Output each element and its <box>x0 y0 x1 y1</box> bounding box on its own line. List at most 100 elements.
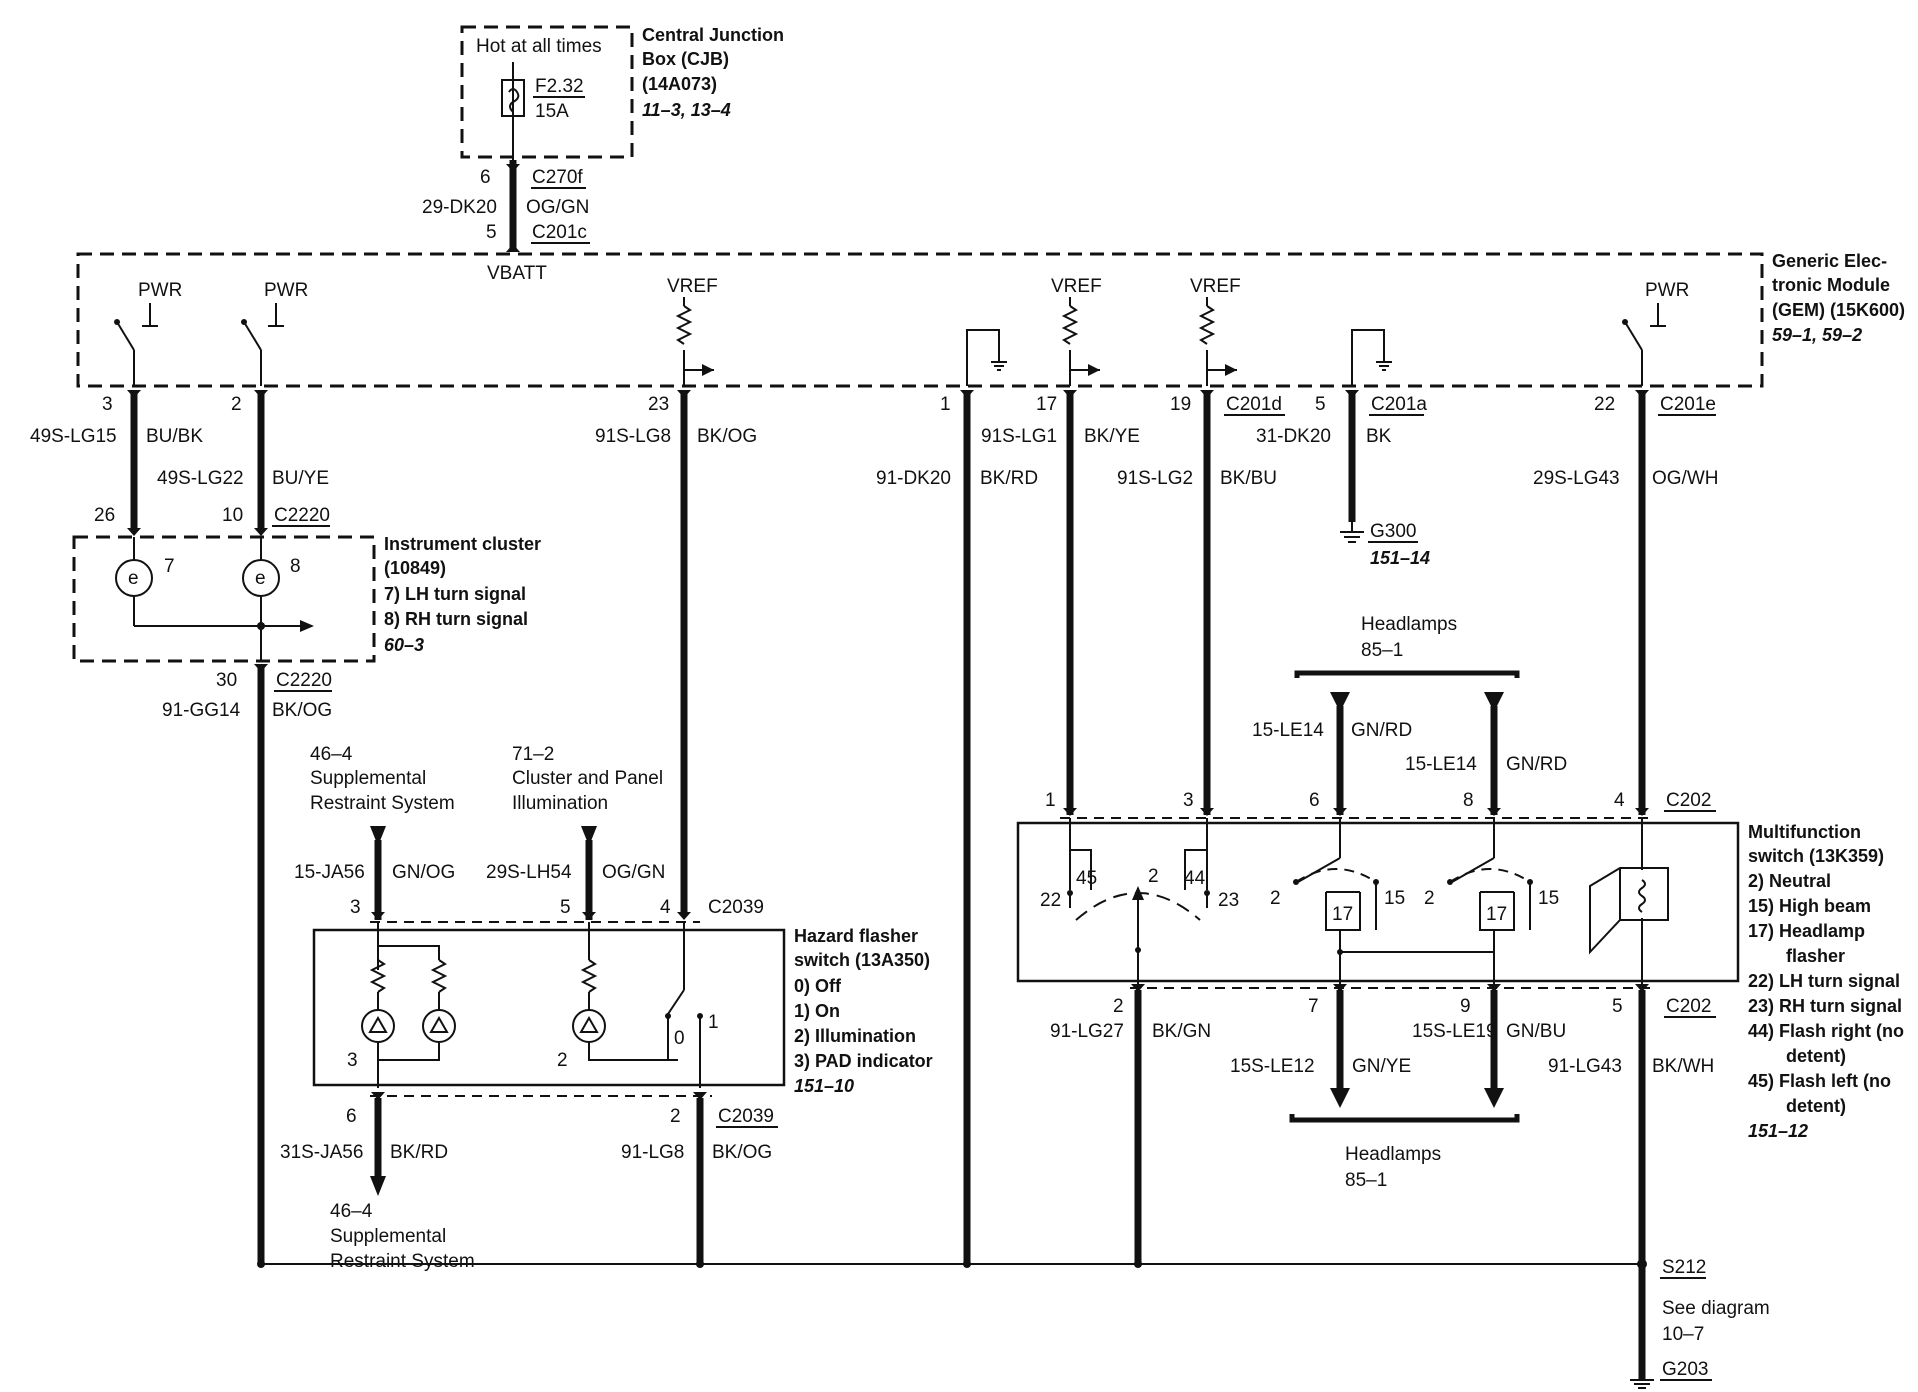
svg-text:2: 2 <box>670 1106 681 1127</box>
svg-text:91-GG14: 91-GG14 <box>162 700 241 721</box>
cjb-title-2: Box (CJB) <box>642 49 729 69</box>
svg-text:C2039: C2039 <box>708 897 764 918</box>
srs-out-name-2: Restraint System <box>330 1251 475 1272</box>
svg-text:5: 5 <box>560 897 571 918</box>
svg-text:GN/YE: GN/YE <box>1352 1056 1411 1077</box>
svg-text:2: 2 <box>231 394 242 415</box>
svg-text:2: 2 <box>1424 888 1435 909</box>
svg-text:91-LG8: 91-LG8 <box>621 1142 684 1163</box>
wire-pin5-ground: 5 31-DK20 BK C201a G300 151–14 <box>1256 390 1430 568</box>
svg-text:10: 10 <box>222 505 243 526</box>
hazard-item-1: 1) On <box>794 1001 840 1021</box>
svg-text:22: 22 <box>1040 890 1061 911</box>
wire-mfs-out5: 5 C202 91-LG43 BK/WH <box>1548 984 1716 1264</box>
svg-text:PWR: PWR <box>1645 280 1689 301</box>
svg-text:23: 23 <box>1218 890 1239 911</box>
mfs-item-3: flasher <box>1786 946 1845 966</box>
svg-text:2: 2 <box>1270 888 1281 909</box>
svg-text:Cluster and Panel: Cluster and Panel <box>512 768 663 789</box>
svg-text:4: 4 <box>1614 790 1625 811</box>
instrument-cluster-box: 26 10 C2220 e 7 e 8 <box>72 505 376 663</box>
svg-text:e: e <box>128 568 139 589</box>
gem-title-3: (GEM) (15K600) <box>1772 300 1905 320</box>
srs-out-name-1: Supplemental <box>330 1226 446 1247</box>
svg-text:GN/RD: GN/RD <box>1506 754 1567 775</box>
svg-text:C2039: C2039 <box>718 1106 774 1127</box>
svg-text:17: 17 <box>1036 394 1057 415</box>
svg-text:15: 15 <box>1538 888 1559 909</box>
svg-text:Illumination: Illumination <box>512 793 608 814</box>
svg-text:Supplemental: Supplemental <box>310 768 426 789</box>
wire-mfs-out2: 2 91-LG27 BK/GN <box>1050 984 1211 1264</box>
svg-text:4: 4 <box>660 897 671 918</box>
hazard-item-3: 3) PAD indicator <box>794 1051 933 1071</box>
svg-text:85–1: 85–1 <box>1345 1170 1387 1191</box>
svg-text:8: 8 <box>1463 790 1474 811</box>
svg-text:BK/OG: BK/OG <box>697 426 757 447</box>
headlamps-bottom: Headlamps 85–1 <box>1289 1114 1520 1191</box>
hazard-ref: 151–10 <box>794 1076 854 1096</box>
feed-circuit: 29-DK20 <box>422 197 497 218</box>
svg-text:91S-LG2: 91S-LG2 <box>1117 468 1193 489</box>
pwr-switch-2: PWR <box>241 280 308 386</box>
wire-mfs-out7: 7 15S-LE12 GN/YE <box>1230 984 1411 1108</box>
svg-text:91-LG27: 91-LG27 <box>1050 1021 1124 1042</box>
cluster-title-1: Instrument cluster <box>384 534 541 554</box>
cluster-item-2: 8) RH turn signal <box>384 609 528 629</box>
svg-text:VREF: VREF <box>1190 276 1241 297</box>
svg-text:BK/WH: BK/WH <box>1652 1056 1714 1077</box>
svg-text:3: 3 <box>1183 790 1194 811</box>
svg-text:3: 3 <box>350 897 361 918</box>
wire-hazard-out2: 2 C2039 91-LG8 BK/OG <box>621 1092 778 1264</box>
mfs-title-1: Multifunction <box>1748 822 1861 842</box>
svg-text:6: 6 <box>346 1106 357 1127</box>
svg-text:91-DK20: 91-DK20 <box>876 468 951 489</box>
cjb-fuse-amps: 15A <box>535 101 569 122</box>
svg-text:BK/OG: BK/OG <box>712 1142 772 1163</box>
srs-input: 46–4 Supplemental Restraint System 15-JA… <box>294 744 455 920</box>
svg-text:BK/OG: BK/OG <box>272 700 332 721</box>
wire-cluster-out: 30 C2220 91-GG14 BK/OG <box>162 664 332 1264</box>
svg-text:1: 1 <box>940 394 951 415</box>
svg-text:15S-LE19: 15S-LE19 <box>1412 1021 1497 1042</box>
svg-text:31-DK20: 31-DK20 <box>1256 426 1331 447</box>
cjb-title-3: (14A073) <box>642 74 717 94</box>
svg-text:7: 7 <box>1308 996 1319 1017</box>
gem-ref: 59–1, 59–2 <box>1772 325 1862 345</box>
svg-text:5: 5 <box>1612 996 1623 1017</box>
svg-text:1: 1 <box>708 1012 719 1033</box>
svg-text:1: 1 <box>1045 790 1056 811</box>
feed-pin-bottom: 5 <box>486 222 497 243</box>
gem-ground-2 <box>1351 329 1392 386</box>
svg-text:17: 17 <box>1486 904 1507 925</box>
vref-resistor-1: VREF <box>667 276 718 386</box>
mfs-item-0: 2) Neutral <box>1748 871 1831 891</box>
pwr-switch-1: PWR <box>114 280 182 386</box>
svg-text:7: 7 <box>164 556 175 577</box>
mfs-item-8: 45) Flash left (no <box>1748 1071 1891 1091</box>
wire-pin23: 23 91S-LG8 BK/OG <box>595 390 757 912</box>
gem-ground-1 <box>966 329 1007 386</box>
svg-text:OG/GN: OG/GN <box>602 862 665 883</box>
svg-text:Restraint System: Restraint System <box>310 793 455 814</box>
feed-color: OG/GN <box>526 197 589 218</box>
feed-conn-top: C270f <box>532 167 583 188</box>
svg-text:e: e <box>255 568 266 589</box>
cjb-ref: 11–3, 13–4 <box>642 100 731 120</box>
hazard-switch-box: 3 2 0 1 <box>312 922 786 1088</box>
illumination-input: 71–2 Cluster and Panel Illumination 29S-… <box>486 744 665 920</box>
wire-pin3: 3 49S-LG15 BU/BK <box>30 390 203 530</box>
svg-text:C201a: C201a <box>1371 394 1427 415</box>
svg-text:GN/OG: GN/OG <box>392 862 455 883</box>
cjb-box: Hot at all times F2.32 15A <box>460 25 634 160</box>
svg-text:46–4: 46–4 <box>310 744 353 765</box>
hazard-item-0: 0) Off <box>794 976 842 996</box>
wire-pin22: 22 29S-LG43 OG/WH C201e <box>1533 390 1719 815</box>
svg-text:2: 2 <box>557 1050 568 1071</box>
svg-text:BK: BK <box>1366 426 1392 447</box>
vref-resistor-3: VREF <box>1190 276 1241 386</box>
multifunction-switch-box: 45 44 22 23 2 2 17 15 2 <box>1016 818 1740 990</box>
svg-text:15-LE14: 15-LE14 <box>1405 754 1477 775</box>
svg-text:3: 3 <box>347 1050 358 1071</box>
